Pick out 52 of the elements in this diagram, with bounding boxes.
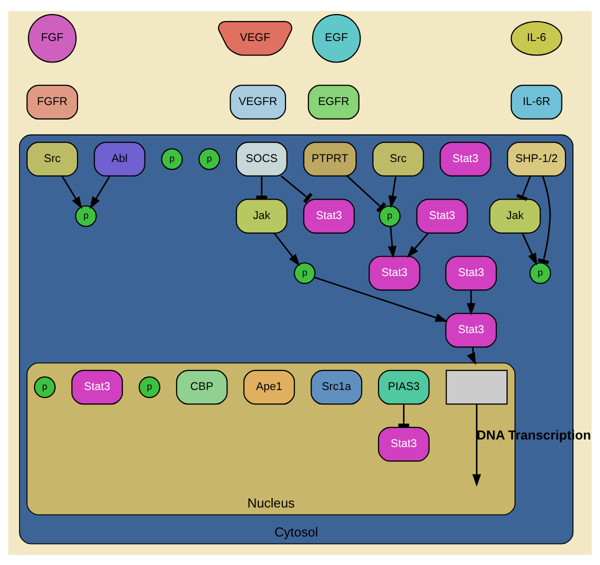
node-circle: p bbox=[34, 376, 56, 398]
node-box: Ape1 bbox=[243, 369, 295, 404]
node-box bbox=[446, 369, 508, 404]
node-box: Stat3 bbox=[416, 198, 468, 234]
node-circle: p bbox=[294, 262, 316, 284]
connector bbox=[280, 174, 313, 203]
connector bbox=[398, 404, 410, 427]
node-box: Jak bbox=[489, 198, 541, 234]
node-box: Src bbox=[26, 141, 78, 176]
connector bbox=[538, 176, 551, 264]
connector bbox=[346, 175, 386, 212]
node-circle: p bbox=[198, 148, 220, 170]
node-box: IL-6R bbox=[510, 84, 562, 120]
node-box: CBP bbox=[176, 369, 228, 404]
node-box: Stat3 bbox=[440, 141, 492, 176]
arrow bbox=[314, 276, 448, 322]
arrow bbox=[274, 232, 300, 266]
node-circle: FGF bbox=[28, 13, 77, 62]
arrow bbox=[406, 232, 429, 258]
node-box: PTPRT bbox=[303, 141, 357, 176]
arrow bbox=[522, 232, 538, 266]
arrow bbox=[472, 404, 481, 486]
arrow bbox=[388, 226, 396, 258]
node-box: Stat3 bbox=[445, 255, 497, 290]
node-box: Stat3 bbox=[445, 312, 497, 348]
connector bbox=[516, 175, 531, 200]
node-box: Stat3 bbox=[368, 255, 420, 290]
node-circle: p bbox=[529, 262, 552, 284]
arrow bbox=[388, 175, 397, 208]
node-box: Stat3 bbox=[303, 198, 355, 234]
node-box: PIAS3 bbox=[378, 369, 430, 404]
node-box: SHP-1/2 bbox=[506, 141, 566, 176]
node-box: FGFR bbox=[26, 84, 78, 120]
node-box: VEGFR bbox=[230, 84, 286, 120]
node-box: SOCS bbox=[236, 141, 288, 176]
arrow bbox=[90, 175, 110, 209]
node-box: Src bbox=[372, 141, 424, 176]
node-box: Jak bbox=[236, 198, 288, 234]
node-circle: p bbox=[161, 148, 183, 170]
connector bbox=[256, 176, 268, 199]
arrow bbox=[466, 346, 476, 364]
node-box: Stat3 bbox=[378, 426, 430, 462]
node-box: Stat3 bbox=[71, 369, 123, 404]
node-box: EGFR bbox=[308, 84, 360, 120]
arrow bbox=[466, 290, 476, 315]
node-ellipse: IL-6 bbox=[510, 20, 562, 56]
node-circle: p bbox=[75, 204, 97, 227]
node-circle: p bbox=[138, 376, 160, 398]
node-box: Src1a bbox=[310, 369, 362, 404]
node-circle: EGF bbox=[312, 13, 361, 62]
arrow bbox=[61, 175, 82, 209]
node-box: Abl bbox=[94, 141, 146, 176]
